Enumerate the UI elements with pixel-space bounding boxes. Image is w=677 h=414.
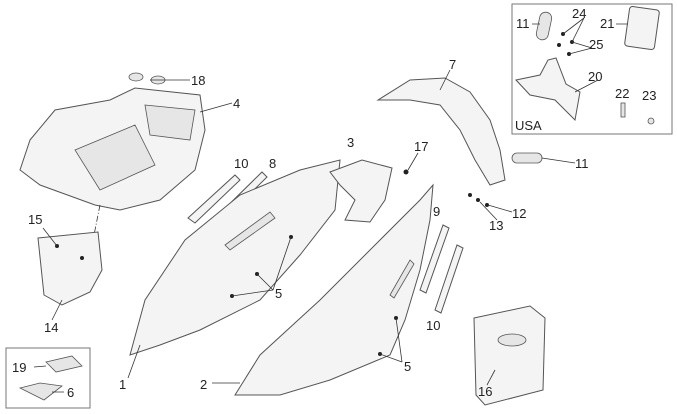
- callout-7: 7: [449, 57, 456, 72]
- leader-lines: [42, 69, 576, 386]
- callout-3: 3: [347, 135, 354, 150]
- callout-14: 14: [44, 320, 58, 335]
- callout-4: 4: [233, 96, 240, 111]
- inset-region-label: USA: [515, 118, 542, 133]
- inset-callout-20: 20: [588, 69, 602, 84]
- part-9-trim-strip: [419, 224, 450, 294]
- inset-callout-11: 11: [516, 16, 530, 31]
- part-10-trim-strip: [187, 174, 241, 224]
- part-18-plug: [128, 72, 166, 85]
- part-14-mud-flap: [37, 231, 103, 306]
- callout-9: 9: [433, 204, 440, 219]
- part-3-center-cover: [329, 159, 393, 223]
- inset-callout-22: 22: [615, 86, 629, 101]
- callout-10: 10: [234, 156, 248, 171]
- part-7-rear-fender: [376, 77, 506, 186]
- part-10-trim-strip-right: [434, 244, 464, 314]
- callout-18: 18: [191, 73, 205, 88]
- screws: [230, 169, 489, 356]
- inset-usa-license-bracket: 11 24 21 25 20 22 23 USA: [511, 3, 673, 135]
- inset-callout-21: 21: [600, 16, 614, 31]
- inset-callout-25: 25: [589, 37, 603, 52]
- callout-8: 8: [269, 156, 276, 171]
- callout-19: 19: [12, 360, 26, 375]
- part-4-underseat-tray: [19, 87, 206, 211]
- callout-6: 6: [67, 385, 74, 400]
- callout-2: 2: [200, 377, 207, 392]
- callout-16: 16: [478, 384, 492, 399]
- part-2-right-side-panel: [234, 183, 434, 396]
- callout-15: 15: [28, 212, 42, 227]
- inset-callout-24: 24: [572, 6, 586, 21]
- inset-callout-23: 23: [642, 88, 656, 103]
- callout-5-right: 5: [404, 359, 411, 374]
- callout-10-right: 10: [426, 318, 440, 333]
- callout-11: 11: [575, 156, 589, 171]
- callout-12: 12: [512, 206, 526, 221]
- part-11-reflector: [511, 152, 543, 164]
- callout-1: 1: [119, 377, 126, 392]
- inset-clips: 19 6: [5, 347, 91, 409]
- callout-13: 13: [489, 218, 503, 233]
- part-1-left-side-panel: [129, 159, 341, 356]
- callout-17: 17: [414, 139, 428, 154]
- part-16-glove-box-lid: [473, 305, 546, 406]
- callout-5: 5: [275, 286, 282, 301]
